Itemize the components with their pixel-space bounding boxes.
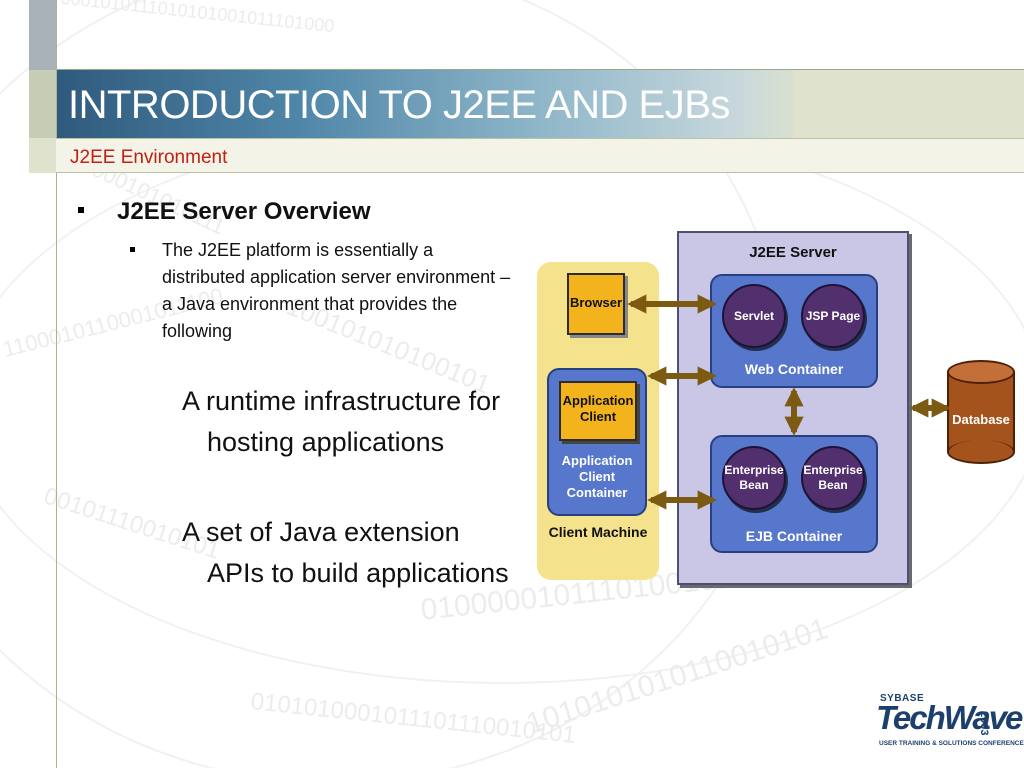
jsp-page-node: JSP Page xyxy=(801,284,865,348)
bullet-level1-text: J2EE Server Overview xyxy=(117,198,371,225)
web-container-label: Web Container xyxy=(744,361,844,377)
j2ee-architecture-diagram: Client Machine J2EE Server Browser Appli… xyxy=(533,228,1023,590)
enterprise-bean-node: Enterprise Bean xyxy=(722,446,786,510)
techwave-logo: SYBASE TechWave 2003 USER TRAINING & SOL… xyxy=(876,693,1024,753)
j2ee-server-label: J2EE Server xyxy=(749,244,837,261)
square-bullet-icon xyxy=(78,207,84,213)
corner-block-mid xyxy=(29,70,56,138)
left-vertical-rule xyxy=(56,0,57,768)
application-client-box: Application Client xyxy=(559,381,637,441)
database-bottom xyxy=(947,440,1015,464)
browser-box: Browser xyxy=(567,273,625,335)
logo-tagline: USER TRAINING & SOLUTIONS CONFERENCE xyxy=(879,740,1024,747)
enterprise-bean-node: Enterprise Bean xyxy=(801,446,865,510)
corner-block-top xyxy=(29,0,56,70)
corner-block-bottom xyxy=(29,138,56,173)
logo-name: TechWave xyxy=(876,699,1023,736)
database-label: Database xyxy=(952,412,1010,427)
database-top xyxy=(947,360,1015,384)
bullet-level3-text: A set of Java extension APIs to build ap… xyxy=(182,517,509,588)
slide-title: INTRODUCTION TO J2EE AND EJBs xyxy=(68,83,730,127)
connector-arrows xyxy=(627,294,951,510)
bullet-level2-text: The J2EE platform is essentially a distr… xyxy=(162,240,511,341)
ejb-container-label: EJB Container xyxy=(745,528,843,544)
title-banner-end xyxy=(793,70,1024,138)
bullet-level3-item: A set of Java extension APIs to build ap… xyxy=(182,512,522,594)
logo-brand: SYBASE xyxy=(880,693,925,704)
banner-rule xyxy=(56,69,1024,70)
bullet-level3-item: A runtime infrastructure for hosting app… xyxy=(182,381,522,463)
servlet-node: Servlet xyxy=(722,284,786,348)
application-client-container-label: Application Client Container xyxy=(561,453,633,500)
client-machine-label: Client Machine xyxy=(548,524,648,540)
bullet-level3-text: A runtime infrastructure for hosting app… xyxy=(182,386,501,457)
logo-year: 2003 xyxy=(978,711,990,736)
square-bullet-icon xyxy=(130,247,135,252)
subtitle-bar xyxy=(56,138,1024,173)
slide-subtitle: J2EE Environment xyxy=(70,147,228,168)
